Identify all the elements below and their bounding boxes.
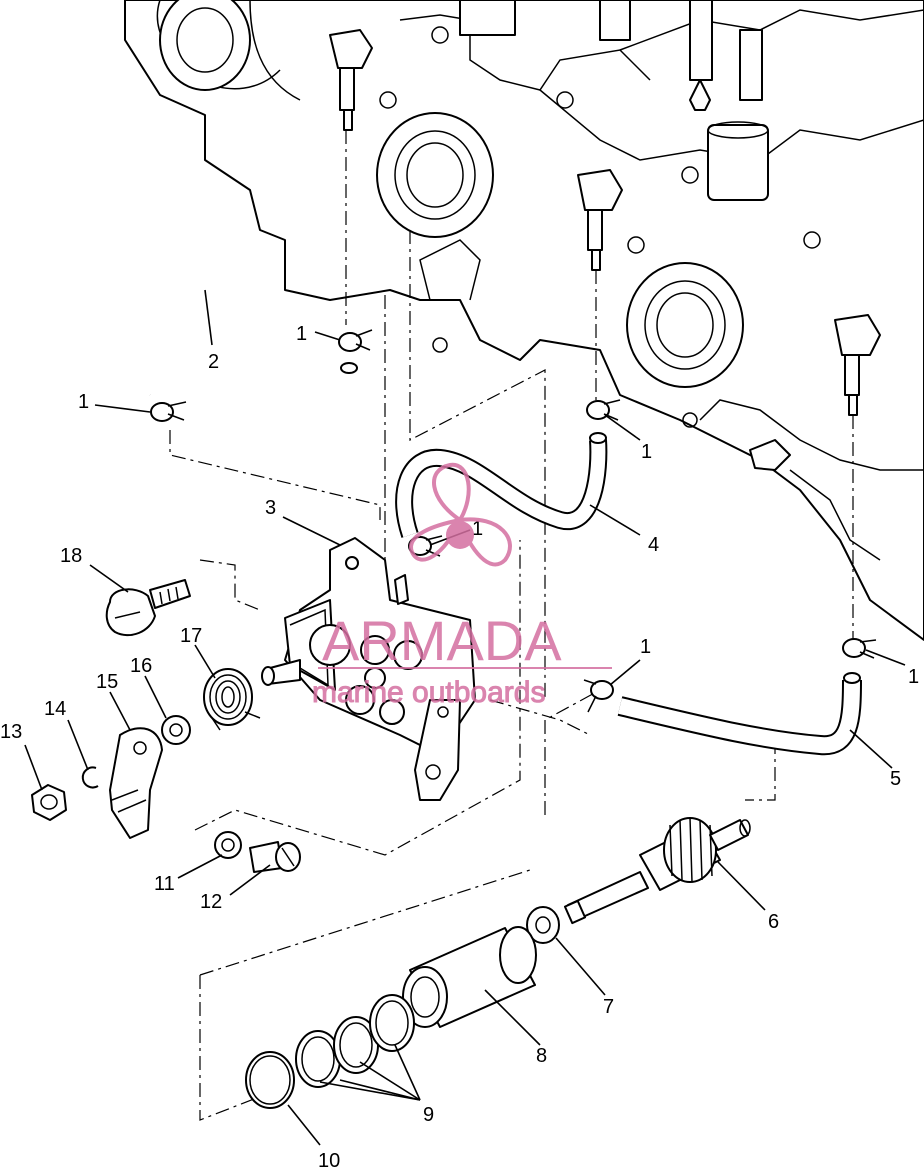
callout-4: 4 xyxy=(648,534,659,556)
callout-17: 17 xyxy=(180,625,202,647)
callout-1: 1 xyxy=(908,666,919,688)
callout-11: 11 xyxy=(154,873,175,895)
nut xyxy=(31,784,67,821)
clamp-icon xyxy=(586,399,621,421)
clamp-icon xyxy=(150,401,187,422)
spring xyxy=(203,668,261,731)
fitting-1 xyxy=(329,29,373,131)
callout-1: 1 xyxy=(641,441,652,463)
callout-6: 6 xyxy=(768,911,779,933)
small-washer xyxy=(214,831,242,859)
callout-10: 10 xyxy=(318,1150,340,1170)
callout-2: 2 xyxy=(208,351,219,373)
leader-lines xyxy=(24,289,906,1146)
bushing xyxy=(402,926,537,1028)
callout-18: 18 xyxy=(60,545,82,567)
thrust-washer xyxy=(526,906,560,944)
watermark-brand: ARMADA xyxy=(322,609,562,672)
callout-9: 9 xyxy=(423,1104,434,1126)
callout-8: 8 xyxy=(536,1045,547,1067)
hoses xyxy=(137,259,862,756)
callout-1: 1 xyxy=(296,323,307,345)
bolt xyxy=(105,579,191,637)
lever xyxy=(109,727,163,839)
snap-ring xyxy=(245,1051,295,1109)
clamp-icon xyxy=(842,638,877,659)
fitting-3 xyxy=(834,314,881,416)
o-rings xyxy=(295,994,415,1088)
callout-1: 1 xyxy=(472,518,483,540)
watermark: ARMADA marine outboards xyxy=(312,462,612,710)
callout-7: 7 xyxy=(603,996,614,1018)
hose-clamps xyxy=(150,329,877,713)
clamp-icon xyxy=(338,329,373,352)
washer xyxy=(161,715,191,745)
callout-15: 15 xyxy=(96,671,118,693)
clip xyxy=(81,766,99,789)
callout-3: 3 xyxy=(265,497,276,519)
propeller-logo-icon xyxy=(409,462,512,567)
callout-5: 5 xyxy=(890,768,901,790)
fitting-2 xyxy=(577,169,623,271)
callout-13: 13 xyxy=(0,721,22,743)
callout-1: 1 xyxy=(78,391,89,413)
gear-shaft xyxy=(563,817,751,925)
callout-16: 16 xyxy=(130,655,152,677)
callout-14: 14 xyxy=(44,698,66,720)
engine-block xyxy=(124,0,924,641)
callout-12: 12 xyxy=(200,891,222,913)
screw xyxy=(249,841,301,873)
alignment-lines xyxy=(169,130,854,1121)
small-fitting xyxy=(749,439,791,471)
watermark-tagline: marine outboards xyxy=(312,676,545,709)
callouts: 1 1 1 1 1 1 2 3 4 5 6 7 8 9 10 11 12 13 … xyxy=(0,323,919,1172)
clamp-icon xyxy=(583,679,614,713)
callout-1: 1 xyxy=(640,636,651,658)
